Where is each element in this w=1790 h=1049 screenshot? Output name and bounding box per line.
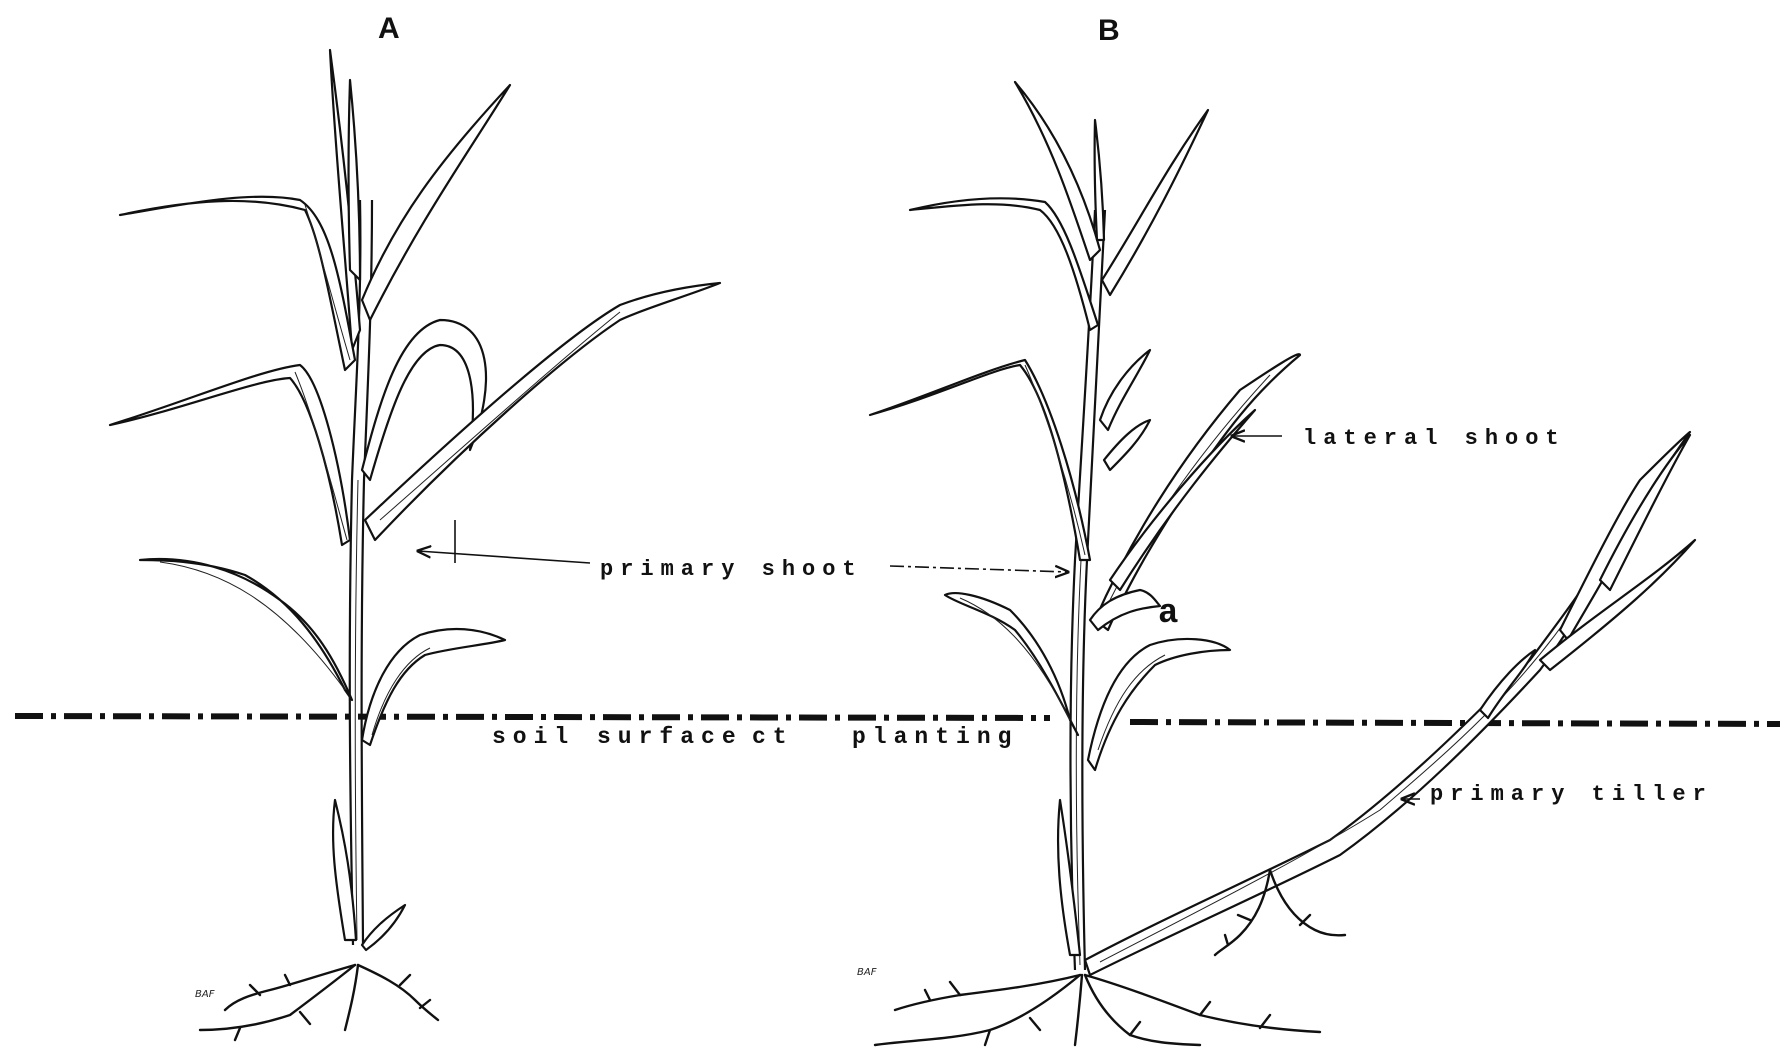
- plant-b-leaf: [1102, 110, 1208, 295]
- panel-label-b: B: [1098, 14, 1120, 47]
- lateral-shoot-label: lateral shoot: [1303, 426, 1566, 451]
- plant-a-root: [345, 965, 358, 1030]
- plant-b-root: [875, 975, 1080, 1045]
- plant-a-leaf: [110, 365, 350, 545]
- plant-a-leaf: [349, 80, 361, 280]
- plant-b-leaf: [945, 593, 1078, 735]
- plant-a-root: [200, 965, 355, 1030]
- plant-a-leaf: [362, 629, 505, 745]
- plant-a-root: [225, 965, 355, 1010]
- primary-shoot-arrow-left: [418, 551, 590, 563]
- plant-b-leaf: [1095, 120, 1104, 240]
- plant-b-root: [1085, 975, 1320, 1032]
- plant-a-leaf: [362, 905, 405, 950]
- leaf-a-label: a: [1158, 595, 1178, 633]
- planting-word: planting: [852, 724, 1018, 750]
- ct-word: ct: [752, 724, 794, 750]
- plant-b-leaf: [870, 360, 1090, 560]
- plant-a-leaf: [362, 320, 486, 480]
- plant-b-leaf: [1100, 350, 1150, 430]
- primary-shoot-arrow-right: [890, 566, 1068, 572]
- plant-b-root: [1075, 975, 1082, 1045]
- primary-tiller-label: primary tiller: [1430, 782, 1713, 807]
- primary-shoot-label: primary shoot: [600, 557, 863, 582]
- artist-signature-b: BAF: [857, 967, 877, 978]
- plant-b-leaf: [1104, 420, 1150, 470]
- plant-a-root: [358, 965, 438, 1020]
- surface-word: surface: [597, 724, 743, 750]
- plant-a-leaf: [365, 283, 720, 540]
- soil-surface-line: [15, 716, 1780, 724]
- plant-b-root: [1085, 975, 1200, 1045]
- leaf-a: [1090, 590, 1160, 630]
- panel-label-a: A: [378, 12, 400, 45]
- artist-signature-a: BAF: [195, 989, 215, 1000]
- plant-a-leaf: [362, 85, 510, 320]
- soil-surface-label: soil surface ct planting: [492, 724, 1018, 750]
- plant-b-leaf: [910, 198, 1098, 330]
- plant-b-root: [895, 975, 1080, 1010]
- soil-word: soil: [492, 724, 575, 750]
- plant-a-leaf: [120, 197, 355, 370]
- plant-b: a: [870, 82, 1695, 1045]
- plant-a-leaf: [140, 559, 352, 700]
- plant-a: [110, 50, 720, 1040]
- primary-tiller: [1600, 435, 1690, 590]
